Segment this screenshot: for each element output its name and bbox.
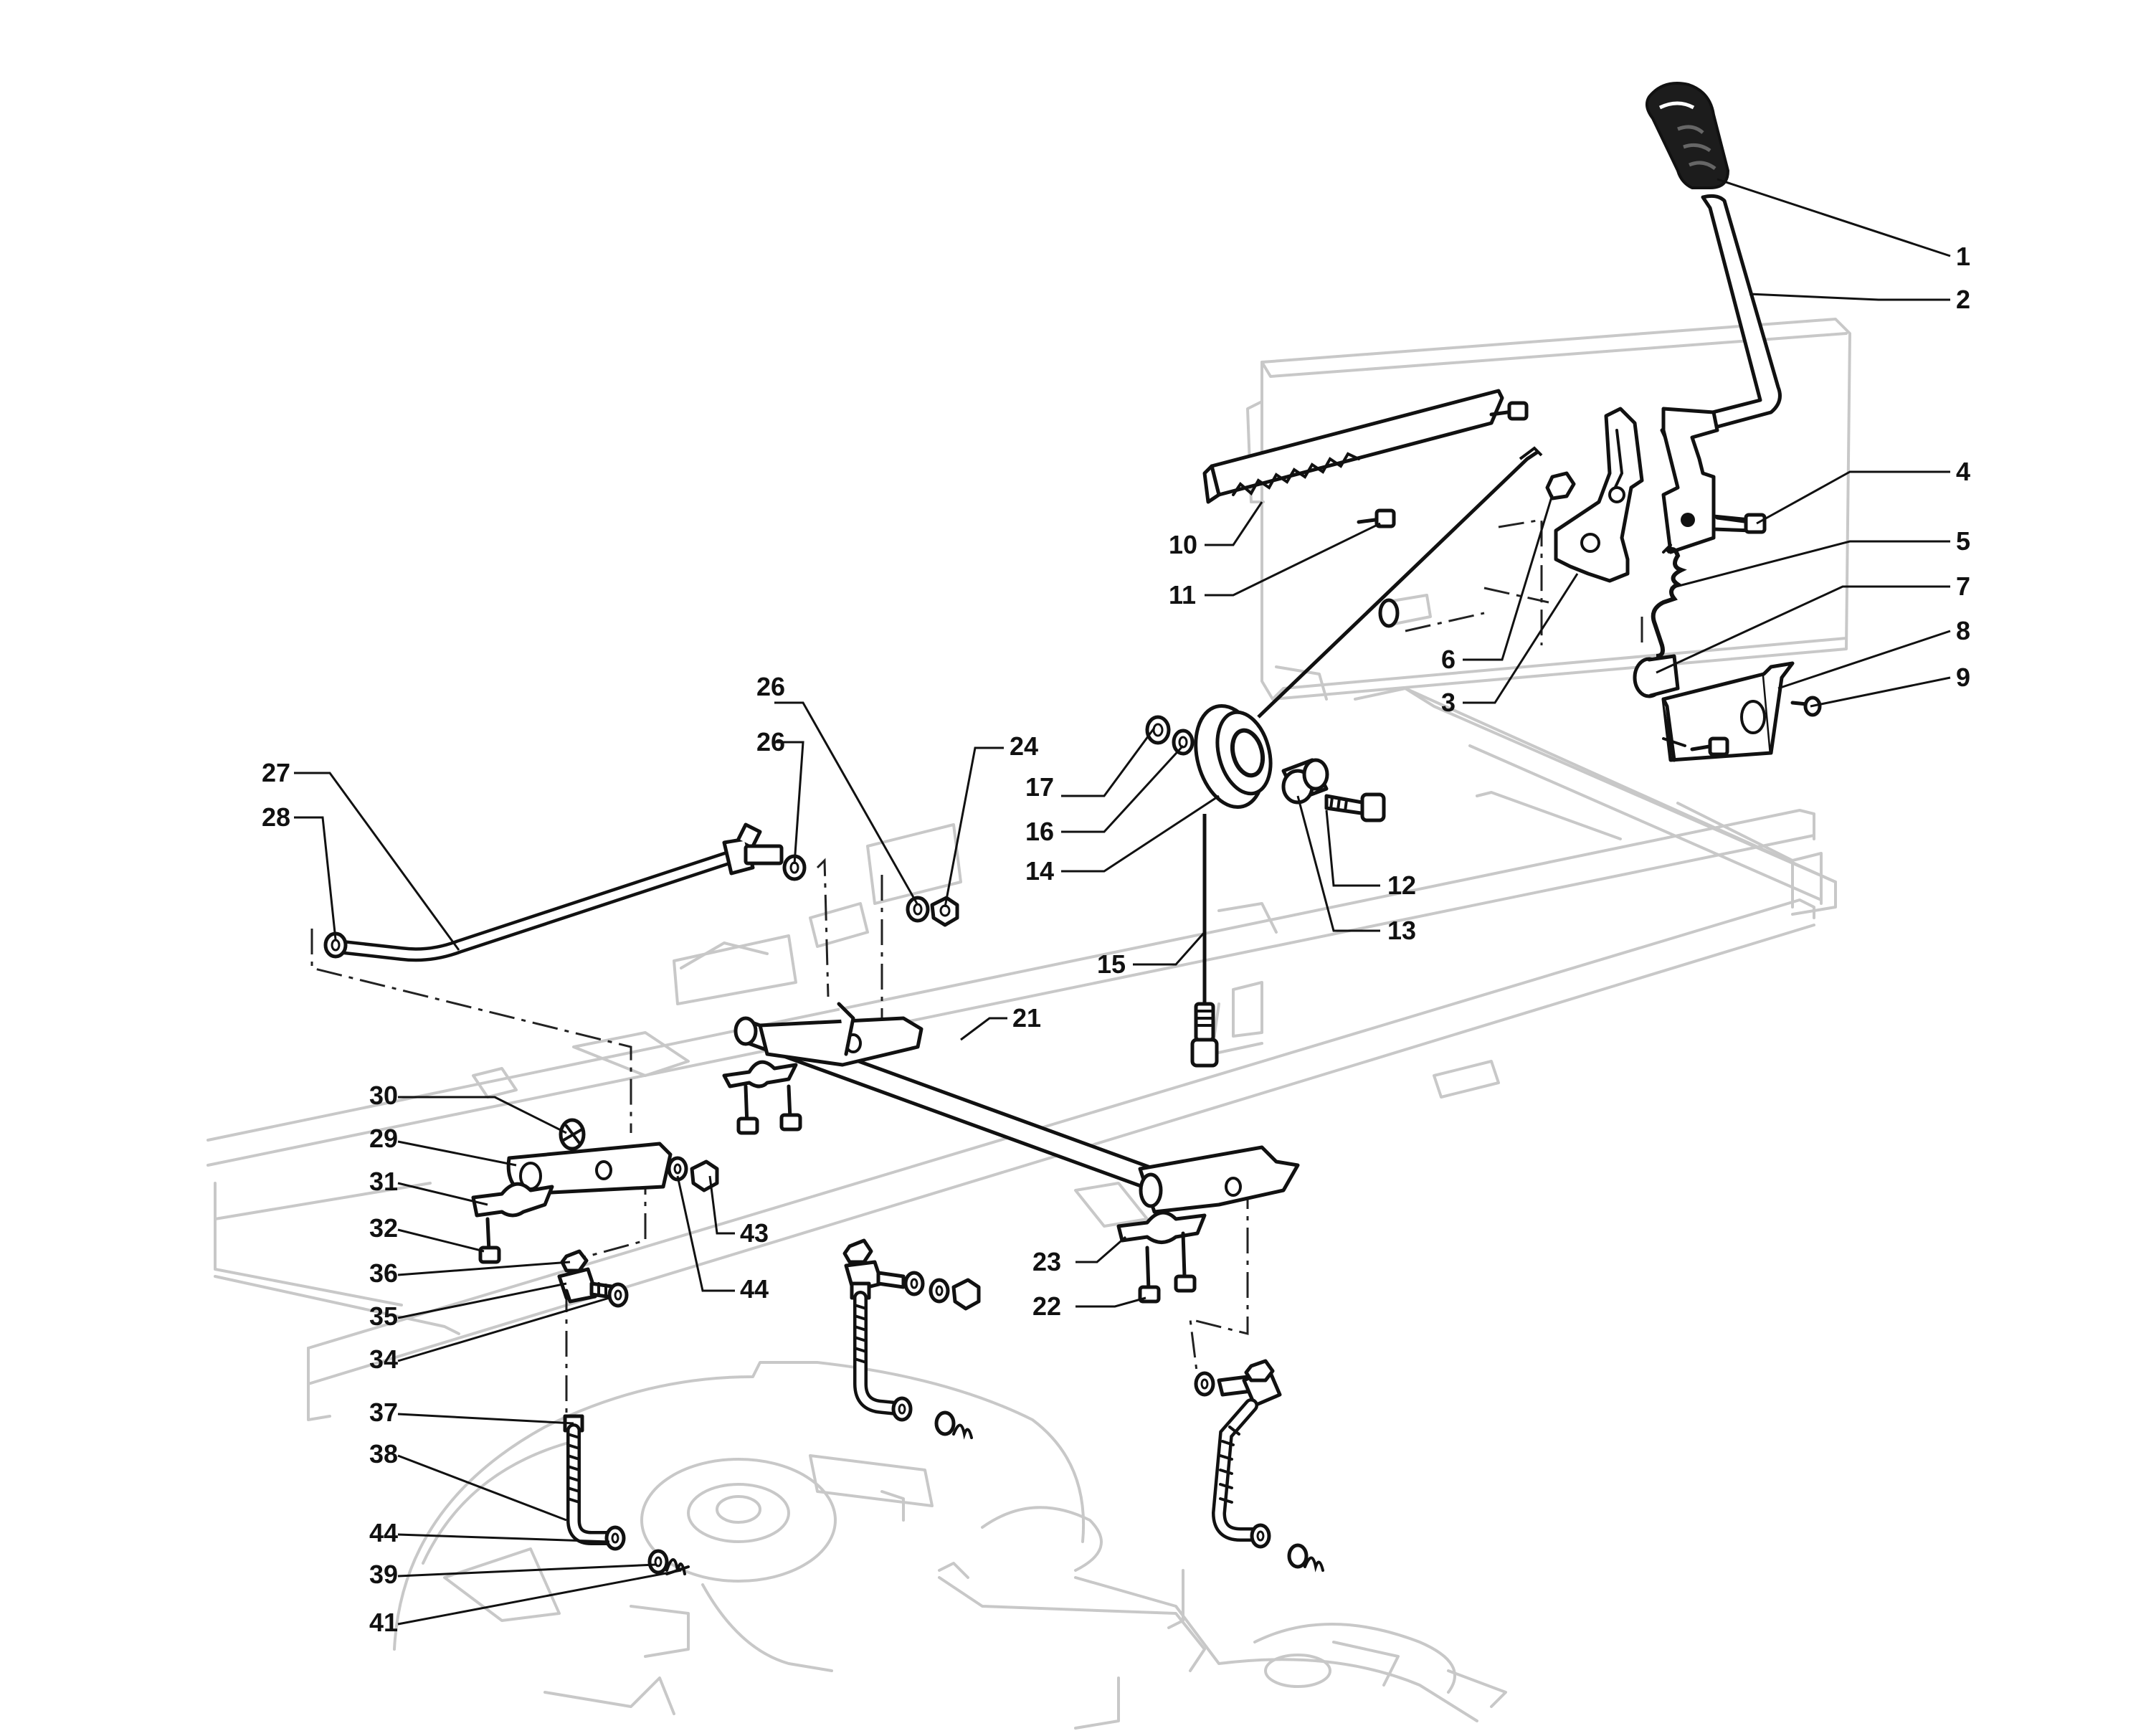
callout-30: 30 [369, 1081, 398, 1110]
rod-center [850, 1281, 973, 1440]
screws-left [736, 1084, 802, 1135]
callout-9: 9 [1956, 663, 1970, 692]
lever-plate [1661, 407, 1755, 554]
callout-26a: 26 [756, 672, 785, 701]
callout-32: 32 [369, 1213, 398, 1243]
mount-bracket-8 [1661, 661, 1795, 762]
callout-3: 3 [1441, 688, 1456, 717]
callout-41: 41 [369, 1608, 398, 1637]
callout-43: 43 [740, 1218, 769, 1248]
callout-44a: 44 [740, 1274, 769, 1304]
nut-6 [1545, 471, 1576, 501]
callout-11: 11 [1169, 580, 1196, 610]
screw-11 [1357, 401, 1529, 528]
callout-14: 14 [1025, 856, 1054, 886]
rod-right [1211, 1398, 1324, 1573]
callout-23: 23 [1032, 1247, 1061, 1276]
callout-2: 2 [1956, 285, 1970, 314]
bushing-7 [1633, 654, 1680, 698]
callout-labels: 1 2 3 4 5 6 7 8 9 10 11 12 13 14 15 16 1… [262, 242, 1970, 1637]
lift-shaft-21 [733, 1002, 1300, 1214]
washer-34 [607, 1282, 629, 1308]
assembly-lines [310, 518, 1643, 1427]
callout-36: 36 [369, 1258, 398, 1288]
clamp-31 [471, 1182, 554, 1218]
washer-44b [604, 1525, 626, 1551]
screw-4 [1715, 513, 1767, 534]
lever-bracket [1554, 407, 1644, 583]
nut-36 [560, 1249, 589, 1273]
callout-10: 10 [1169, 530, 1197, 559]
clamp-23 [1116, 1210, 1207, 1244]
indicator-30 [559, 1118, 586, 1151]
cable-15 [1190, 446, 1543, 1068]
callout-4: 4 [1956, 457, 1970, 486]
callout-7: 7 [1956, 571, 1970, 601]
callout-22: 22 [1032, 1291, 1061, 1321]
arm-29 [506, 1142, 673, 1196]
washer-39 [647, 1549, 669, 1575]
callout-37: 37 [369, 1398, 398, 1427]
bolt-12 [1324, 792, 1386, 822]
leader-lines [294, 178, 1951, 1626]
callout-35: 35 [369, 1301, 398, 1331]
callout-39: 39 [369, 1560, 398, 1589]
notched-bracket-10 [1202, 389, 1504, 504]
lift-lever [1660, 194, 1782, 443]
washers-16-17 [1145, 715, 1195, 756]
screw-32 [478, 1217, 501, 1264]
callout-28: 28 [262, 802, 290, 832]
rod-38 [563, 1414, 617, 1545]
spacer-13 [1281, 758, 1329, 805]
clamp-left [722, 1060, 798, 1088]
callout-17: 17 [1025, 772, 1054, 802]
callout-21: 21 [1012, 1003, 1041, 1033]
callout-34: 34 [369, 1344, 398, 1374]
pulley-14 [1194, 703, 1273, 810]
callout-16: 16 [1025, 817, 1054, 846]
callout-24: 24 [1010, 731, 1038, 761]
background-context [206, 318, 1851, 1730]
callout-44b: 44 [369, 1518, 398, 1547]
screws-22 [1138, 1231, 1197, 1304]
callout-13: 13 [1387, 916, 1416, 945]
callout-31: 31 [369, 1167, 398, 1196]
spring [1651, 544, 1687, 658]
callout-26b: 26 [756, 727, 785, 756]
callout-5: 5 [1956, 526, 1970, 556]
callout-15: 15 [1097, 949, 1126, 979]
callout-1: 1 [1956, 242, 1970, 271]
callout-8: 8 [1956, 616, 1970, 645]
plate-bushing [1378, 594, 1432, 628]
washers-center [903, 1271, 981, 1311]
washers-43-44 [667, 1156, 719, 1192]
trunnion-35 [557, 1267, 619, 1304]
trunnion-right [1194, 1359, 1282, 1408]
callout-38: 38 [369, 1439, 398, 1469]
callout-6: 6 [1441, 645, 1456, 674]
callout-12: 12 [1387, 871, 1416, 900]
link-rod-27 [330, 822, 784, 962]
callout-29: 29 [369, 1124, 398, 1153]
lever-grip [1645, 82, 1730, 189]
callout-27: 27 [262, 758, 290, 787]
